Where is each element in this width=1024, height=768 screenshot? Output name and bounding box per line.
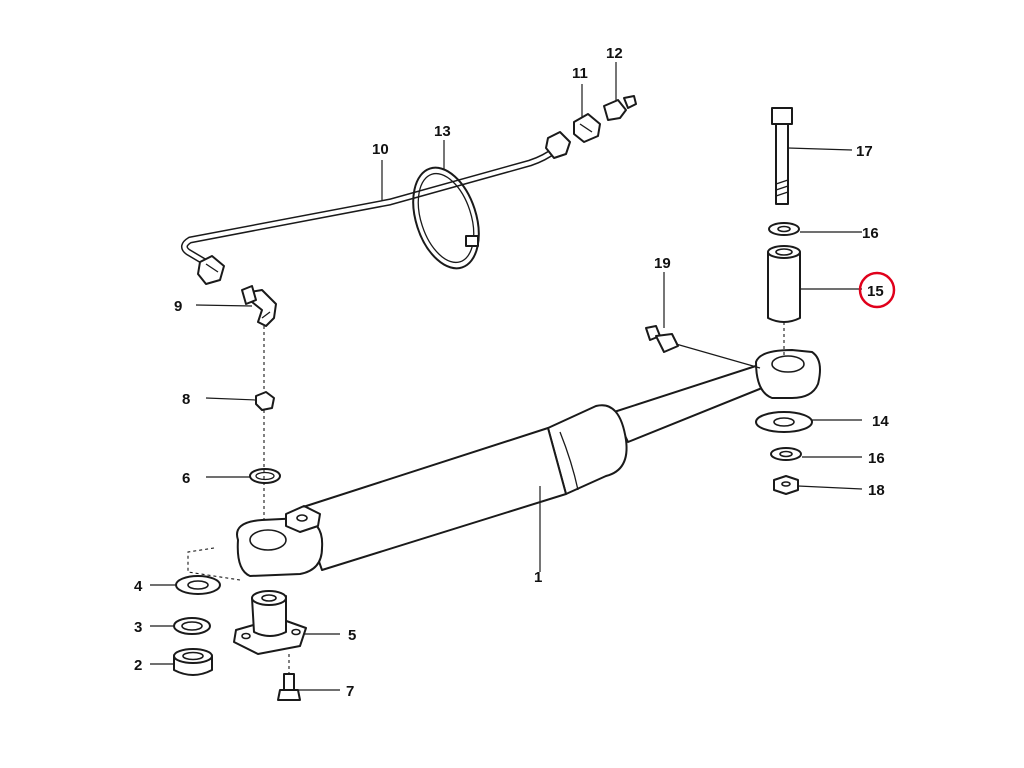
callout-11: 11 <box>572 65 588 82</box>
hydraulic-pipe <box>181 147 558 272</box>
bushing-2 <box>173 648 213 676</box>
callout-4: 4 <box>134 578 143 595</box>
nipple-fitting-12 <box>603 95 637 121</box>
callout-8: 8 <box>182 391 190 408</box>
elbow-fitting <box>241 285 277 327</box>
callout-16-lower: 16 <box>868 450 885 467</box>
bolt-17 <box>771 107 793 205</box>
washer-3 <box>173 617 211 635</box>
callout-16-upper: 16 <box>862 225 879 242</box>
grease-nipple-19 <box>645 325 761 369</box>
callout-15: 15 <box>867 283 884 300</box>
pipe-nut-upper <box>545 131 571 159</box>
washer-16-lower <box>770 447 802 461</box>
leader-lines <box>150 62 863 691</box>
pipe-nut-lower <box>197 255 225 285</box>
callout-labels: 1 2 3 4 5 6 7 8 9 10 11 12 13 14 15 16 1… <box>134 45 889 700</box>
callout-14: 14 <box>872 413 889 430</box>
small-nut-8 <box>255 391 275 411</box>
circlip-6 <box>249 468 281 484</box>
callout-19: 19 <box>654 255 671 272</box>
callout-7: 7 <box>346 683 354 700</box>
rod-end-eye <box>755 349 821 399</box>
callout-12: 12 <box>606 45 623 62</box>
hydraulic-cylinder <box>236 363 773 577</box>
washer-4 <box>175 575 221 595</box>
bolt-7 <box>277 673 301 701</box>
callout-9: 9 <box>174 298 182 315</box>
callout-1: 1 <box>534 569 542 586</box>
callout-5: 5 <box>348 627 356 644</box>
mounting-bracket <box>233 590 307 655</box>
centerline-4 <box>187 547 241 581</box>
washer-16-upper <box>768 222 800 236</box>
callout-17: 17 <box>856 143 873 160</box>
callout-2: 2 <box>134 657 142 674</box>
callout-18: 18 <box>868 482 885 499</box>
highlight-circle <box>858 271 896 309</box>
callout-13: 13 <box>434 123 451 140</box>
nut-18 <box>773 475 799 495</box>
callout-6: 6 <box>182 470 190 487</box>
callout-10: 10 <box>372 141 389 158</box>
pipe-clamp-ring <box>412 166 480 270</box>
connector-fitting-11 <box>573 113 601 143</box>
callout-3: 3 <box>134 619 142 636</box>
sleeve-15 <box>767 245 801 323</box>
washer-14 <box>755 411 813 433</box>
